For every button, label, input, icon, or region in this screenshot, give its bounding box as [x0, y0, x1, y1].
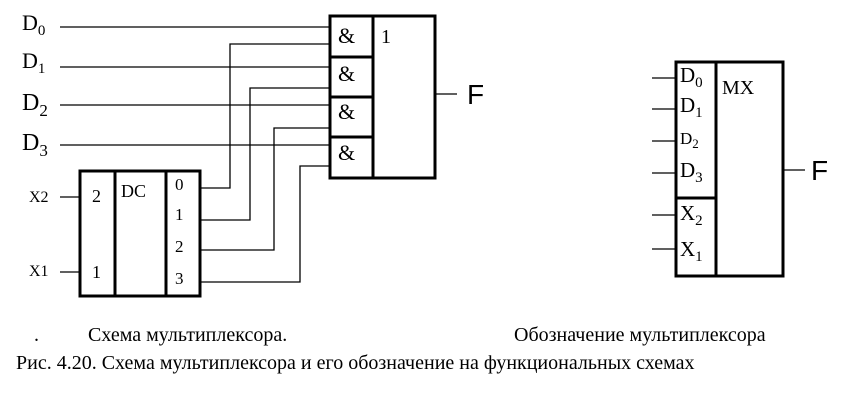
decoder-output-3: 3	[175, 269, 184, 288]
mux-input-label-d3: D3	[680, 158, 703, 186]
decoder-output-1: 1	[175, 205, 184, 224]
mux-label: MX	[722, 77, 755, 99]
wire-dc1-and1	[200, 87, 330, 221]
caption-symbol: Обозначение мультиплексора	[514, 324, 766, 346]
input-label-d1: D1	[22, 48, 45, 77]
mux-output-label: F	[811, 155, 828, 186]
and-gate-label-1: &	[338, 61, 355, 86]
decoder-output-2: 2	[175, 237, 184, 256]
mux-input-label-x2: X2	[680, 201, 703, 229]
wire-dc3-and3	[200, 165, 330, 283]
figure-caption: Рис. 4.20. Схема мультиплексора и его об…	[16, 352, 695, 374]
decoder-label: DC	[121, 181, 146, 201]
mux-symbol-block	[674, 60, 785, 278]
mux-input-label-d2: D2	[680, 129, 699, 151]
mux-input-label-d1: D1	[680, 93, 703, 121]
mux-input-label-x1: X1	[680, 237, 703, 265]
caption-circuit: Схема мультиплексора.	[88, 324, 288, 346]
wire-dc0-and0	[200, 43, 330, 189]
and-gate-label-3: &	[338, 140, 355, 165]
decoder-input-label-x1: X1	[29, 263, 49, 280]
and-gate-label-0: &	[338, 23, 355, 48]
decoder-output-0: 0	[175, 175, 184, 194]
mux-input-label-d0: D0	[680, 63, 703, 91]
caption-dot: .	[34, 324, 39, 346]
wire-dc2-and2	[200, 127, 330, 251]
circuit-output-label: F	[467, 79, 484, 110]
input-label-d0: D0	[22, 10, 45, 39]
input-label-d2: D2	[22, 90, 48, 120]
decoder-block	[78, 169, 202, 298]
decoder-input-label-x2: X2	[29, 189, 49, 206]
input-label-d3: D3	[22, 130, 48, 160]
decoder-weight-2: 2	[92, 186, 101, 206]
and-gate-label-2: &	[338, 99, 355, 124]
decoder-weight-1: 1	[92, 262, 101, 282]
or-gate-label: 1	[381, 26, 391, 48]
